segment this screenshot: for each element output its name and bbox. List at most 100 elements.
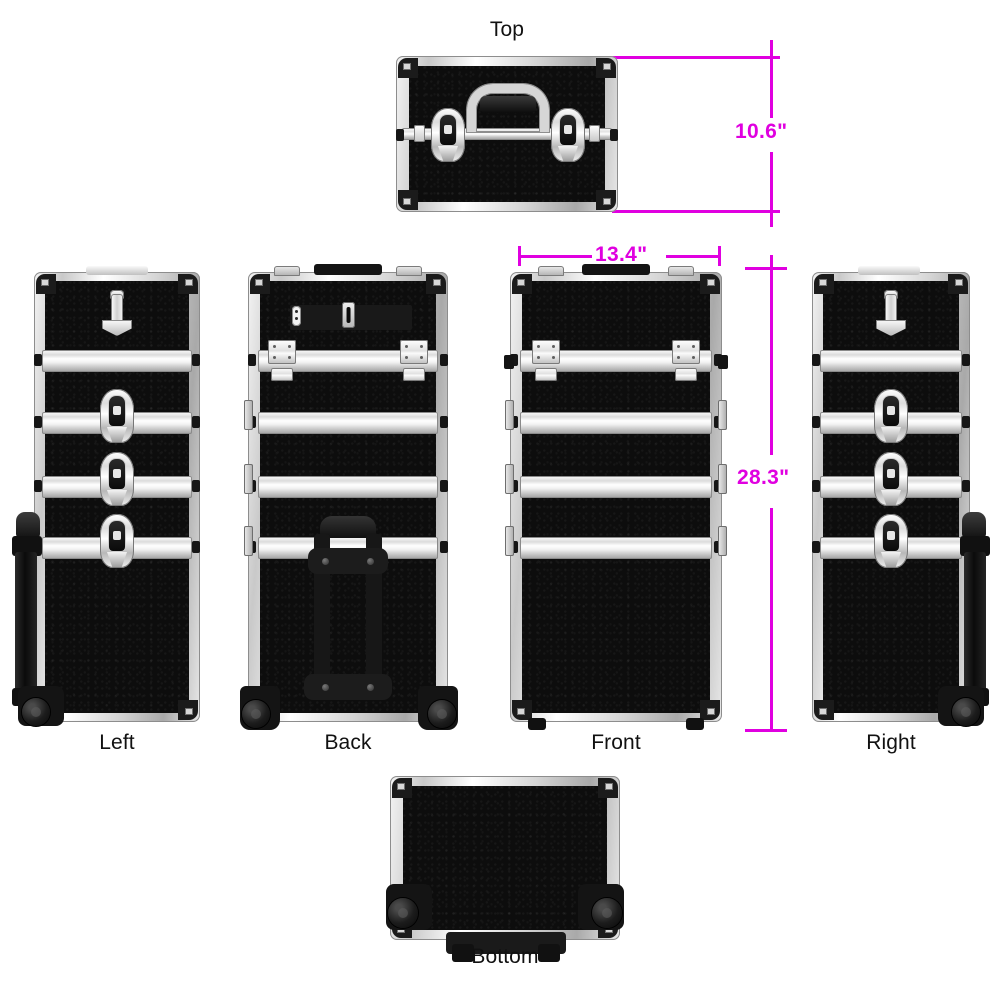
clasp-bar (111, 294, 123, 328)
depth-dimension-label: 10.6" (735, 120, 788, 143)
top-clasp[interactable] (102, 290, 132, 342)
trolley-screw (322, 558, 329, 565)
handle-column (15, 552, 37, 700)
corner-protector (36, 274, 56, 294)
rail-end-nub (812, 480, 820, 492)
latch[interactable] (551, 108, 585, 162)
rail-end-nub (192, 541, 200, 553)
latch[interactable] (100, 389, 134, 443)
trolley-upper-plate (308, 548, 388, 574)
latch-keyhole (887, 531, 895, 540)
handle-knob (16, 512, 40, 538)
view-left (34, 266, 200, 722)
wheel-hub (961, 707, 971, 717)
rail-end-nub (34, 416, 42, 428)
tier-divider-rail (258, 412, 438, 434)
wheel (938, 686, 984, 726)
side-latch-edge (505, 400, 514, 430)
bottom-black-panel (403, 786, 607, 930)
corner-protector (948, 274, 968, 294)
trolley-lower-plate (304, 674, 392, 700)
trolley-bar (366, 534, 382, 700)
width-dimension-line-right (666, 255, 720, 258)
right-telescoping-handle[interactable] (958, 512, 992, 712)
tier-divider-rail (258, 476, 438, 498)
wheel-hub (31, 707, 41, 717)
clasp-foot (876, 320, 906, 336)
rail-end-nub (440, 416, 448, 428)
wheel-hub (251, 709, 261, 719)
view-front (504, 264, 728, 722)
left-telescoping-handle[interactable] (10, 512, 44, 712)
height-dimension-label: 28.3" (737, 466, 790, 489)
view-label-bottom: Bottom (471, 945, 539, 968)
view-label-right: Right (866, 731, 916, 754)
carry-handle[interactable] (467, 84, 549, 132)
bottom-handle-foot (538, 944, 560, 962)
corner-protector (596, 190, 616, 210)
hinge-rivet (420, 345, 423, 348)
hinge-plate (400, 340, 428, 364)
latch-keyhole (444, 125, 452, 134)
corner-protector (814, 274, 834, 294)
corner-protector (398, 58, 418, 78)
hinge (532, 340, 560, 382)
wheel-hub (437, 709, 447, 719)
bottom-retracted-handle (446, 932, 566, 954)
rail-end-nub (510, 480, 518, 492)
top-clasp[interactable] (876, 290, 906, 342)
latch[interactable] (874, 514, 908, 568)
wheel (578, 884, 624, 930)
hinge-rivet (405, 345, 408, 348)
rail-end-nub (34, 480, 42, 492)
top-edge-hardware (858, 266, 920, 275)
rail-end-nub (510, 416, 518, 428)
latch-keyhole (887, 469, 895, 478)
rail-end-nub (510, 354, 518, 366)
rail-end-nub (34, 354, 42, 366)
latch[interactable] (874, 452, 908, 506)
handle-bracket (12, 536, 42, 556)
view-label-back: Back (324, 731, 372, 754)
width-tick-left (518, 246, 521, 266)
hinge-plate (672, 340, 700, 364)
tier-divider-rail (520, 350, 712, 372)
latch[interactable] (874, 389, 908, 443)
back-lock[interactable] (342, 302, 355, 328)
height-dimension-line-lower (770, 508, 773, 730)
hinge-rivet (420, 356, 423, 359)
hinge-rivet (273, 356, 276, 359)
rail-end-nub (812, 541, 820, 553)
latch[interactable] (100, 452, 134, 506)
handle-knob (962, 512, 986, 538)
corner-protector (398, 190, 418, 210)
side-block (504, 355, 514, 369)
hinge-rivet (537, 345, 540, 348)
hinge (400, 340, 428, 382)
top-edge-hardware (274, 266, 300, 276)
hinge-rivet (273, 345, 276, 348)
latch[interactable] (100, 514, 134, 568)
back-rivet-plate (292, 306, 301, 326)
latch-tail (881, 490, 901, 505)
latch[interactable] (431, 108, 465, 162)
hinge-plate (532, 340, 560, 364)
corner-protector (392, 778, 412, 798)
trolley-handle[interactable] (294, 516, 402, 702)
tier-divider-rail (258, 350, 438, 372)
latch-tail (881, 552, 901, 567)
rail-end-nub (962, 354, 970, 366)
bottom-handle-foot (452, 944, 474, 962)
corner-protector (178, 274, 198, 294)
carry-handle-grip (480, 96, 536, 113)
side-latch-edge (718, 526, 727, 556)
side-clip (244, 400, 253, 430)
trolley-grip (320, 516, 376, 538)
top-edge-hardware (86, 266, 148, 275)
latch-keyhole (113, 531, 121, 540)
hinge-rivet (288, 356, 291, 359)
corner-protector (814, 700, 834, 720)
trolley-screw (367, 684, 374, 691)
top-edge-hardware (396, 266, 422, 276)
latch-keyhole (113, 469, 121, 478)
